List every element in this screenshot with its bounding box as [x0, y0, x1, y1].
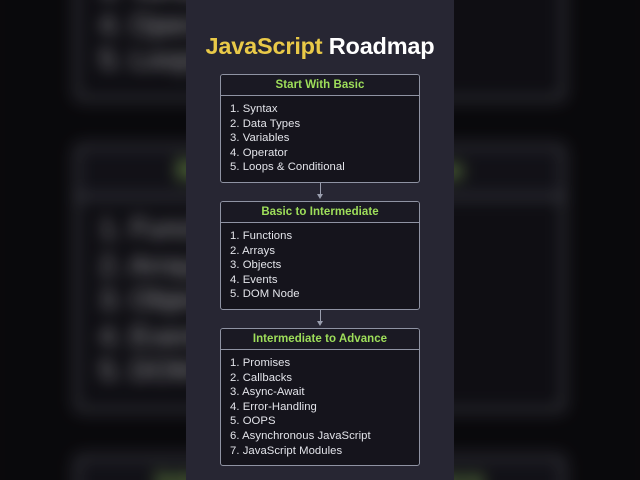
list-item: 5. Loops & Conditional: [230, 161, 345, 174]
list-item: 4. Operator: [230, 146, 288, 159]
list-item: 3. Async-Await: [230, 386, 305, 399]
arrow-intermediate-to-advance: [220, 309, 420, 328]
list-item: 1. Promises: [230, 356, 291, 369]
list-item: 1. Functions: [230, 229, 293, 242]
page-title: JavaScript Roadmap: [186, 33, 454, 60]
arrow-head-icon: [316, 193, 323, 199]
title-plain-roadmap: Roadmap: [322, 33, 435, 59]
list-item: 4. Events: [230, 273, 278, 286]
roadmap-flow: Start With Basic 1. Syntax 2. Data Types 3.…: [220, 74, 420, 467]
arrow-head-icon: [316, 320, 323, 326]
roadmap-section-1: Start With Basic 1. Syntax 2. Data Types 3.…: [220, 74, 420, 183]
list-item: 6. Asynchronous JavaScript: [230, 429, 371, 442]
list-item: 1. Syntax: [230, 103, 278, 115]
list-item: 5. OOPS: [230, 415, 276, 428]
list-item: 5. DOM Node: [230, 288, 300, 301]
arrow-basic-to-intermediate: [220, 182, 420, 201]
list-item: 2. Callbacks: [230, 371, 293, 384]
roadmap-section-2: Basic to Intermediate 1. Functions 2. Arra…: [220, 200, 420, 310]
section-header: Start With Basic: [221, 75, 419, 96]
section-header: Basic to Intermediate: [221, 201, 419, 223]
list-item: 7. JavaScript Modules: [230, 444, 343, 457]
roadmap-section-3: Intermediate to Advance 1. Promises 2. Cal…: [220, 327, 420, 467]
list-item: 3. Variables: [230, 132, 290, 145]
section-header: Intermediate to Advance: [221, 328, 419, 350]
list-item: 2. Arrays: [230, 244, 276, 257]
list-item: 2. Data Types: [230, 117, 301, 130]
connector-line: [319, 309, 321, 323]
list-item: 3. Objects: [230, 259, 282, 272]
connector-line: [319, 182, 321, 196]
title-accent-javascript: JavaScript: [205, 33, 323, 59]
list-item: 4. Error-Handling: [230, 400, 317, 413]
